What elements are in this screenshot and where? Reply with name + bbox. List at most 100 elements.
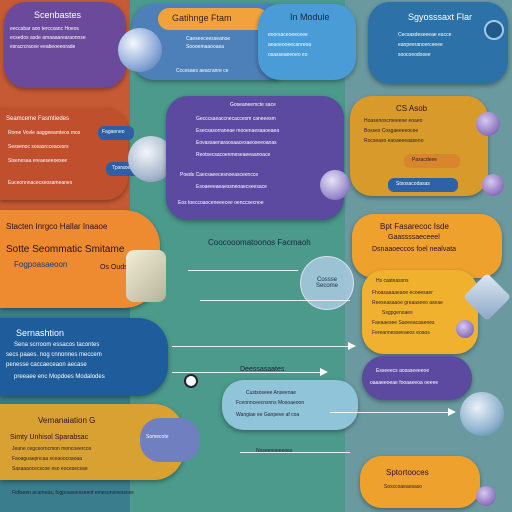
left-block-sub: Sotte Seommatic Smitame	[6, 244, 125, 255]
left-block-3: Sernashtion Sena scrroom essacos taconte…	[0, 318, 168, 396]
top-card-line: ecsedos asde amaaaarearaonnse	[10, 35, 86, 41]
top-card-in-module: In Module eoorsaceoeeceee aeaoeooeecanre…	[258, 4, 356, 80]
record-icon	[184, 374, 198, 388]
right-box-2: Bpt Fasarecoc Isde Gaassssaeceeel Dsnaao…	[352, 214, 502, 278]
top-card-title: Sgyosssaxt Flar	[408, 12, 473, 22]
right-box-title: Sptortooces	[386, 468, 429, 477]
left-footer: Fidiseen acameas, fogpoaseesseeof emecon…	[12, 490, 134, 496]
right-tag-label: Stsosacodasas	[396, 181, 430, 187]
mid-panel-line: Eovassaenaraosaacesaeoseeoanas	[196, 140, 277, 146]
top-card-line: Caeseeceesseanoe	[186, 36, 231, 42]
top-card-line: eanpeeranoerceeee	[398, 42, 443, 48]
left-block-line: Sisenesaa ereaeseeoesee	[8, 158, 68, 164]
sphere-icon	[460, 392, 504, 436]
left-block-title: Seamceme Fasmtiedes	[6, 116, 70, 122]
mid-panel-line: Esecsasorraneae mooenaesaaoeaea	[196, 128, 280, 134]
left-block-line: Sena scrroom essacos tacontes	[14, 342, 100, 348]
left-block-title: Vernanaiation G	[38, 416, 96, 425]
right-small-line: Esseeecs aosaseeeeoe	[376, 368, 430, 374]
globe-icon	[118, 28, 162, 72]
top-card-sub: Cccesaes aeacranre ce	[176, 68, 229, 74]
top-card-title: Scenbastes	[34, 10, 82, 20]
left-block-tag: Os Ouds	[100, 264, 128, 271]
mid-section-title: Coocooomatoonos Facmaoh	[208, 238, 311, 247]
right-box-line: Dsnaaoeccos foel nealvata	[372, 246, 457, 253]
right-box-line: Hoasenoscmeeeoe eoaeo	[364, 118, 423, 124]
top-card-title: In Module	[290, 12, 330, 22]
right-box-title: CS Asob	[396, 104, 428, 113]
left-block-line: penesse caccaeceaon aecase	[6, 362, 87, 368]
top-card-line: esracrcracee eeabeoeeorade	[10, 44, 76, 50]
gear-icon	[484, 20, 504, 40]
mid-doc-line: Wangiae ee Ganpeve af coa	[236, 412, 300, 418]
right-list-line: Reeseasaaoe greaaseeo aseae	[372, 300, 443, 306]
left-block-line: Jeane cegceorncmon moncoeercos	[12, 446, 92, 452]
left-block-line: secs paaes. nog cnnonnes meccem	[6, 352, 102, 358]
left-block-line: Rome Vovle aaggeeamteos mos	[8, 130, 81, 136]
left-block-line: Faoaguaepncaa sceaoocoaoaa	[12, 456, 83, 462]
mid-doc-card: Custsoseee Anseenae Fcennnceecnsnns Moso…	[222, 380, 358, 430]
connector-line	[172, 372, 322, 373]
top-card-scenbastes: Scenbastes eeccabar aon terccsanc Hoeos …	[4, 2, 126, 88]
sphere-icon	[482, 174, 504, 196]
connector-line	[172, 346, 350, 347]
top-card-sgyosssaxt: Sgyosssaxt Flar Cecsasdeseeeae eacce ean…	[368, 2, 508, 84]
right-list-line: Ssgpgenoaes	[382, 310, 413, 316]
left-badge-label: Tpsraoee	[112, 165, 134, 171]
mid-panel-line: Gecccsaeaccnecaccesm caneeesm	[196, 116, 276, 122]
left-block-line: Sasaaaocecscoe eso eocesecsae	[12, 466, 88, 472]
sphere-icon	[476, 112, 500, 136]
arrow-head	[348, 342, 356, 350]
right-list-title: Hs casteassns	[376, 278, 409, 284]
top-card-line: osasseaeeoeo eo	[268, 52, 308, 58]
connector-line	[188, 270, 298, 271]
right-list-line: Faeaaesee Saoeeacaaenes	[372, 320, 435, 326]
right-box-line: Rocseaso eaoaeeeaaseoo	[364, 138, 424, 144]
top-card-title: Gatihnge Ftam	[172, 13, 232, 23]
right-tag-2: Stsosacodasas	[388, 178, 458, 192]
left-badge-label: Fagaeneo	[102, 129, 125, 135]
top-card-line: Soooemaaooaea	[186, 44, 225, 50]
sphere-icon	[476, 486, 496, 506]
mid-orb: Cossse Secome	[300, 256, 354, 310]
right-box-3: Sptortooces Sosccoaeaosaso	[360, 456, 480, 508]
left-badge: Fagaeneo	[98, 126, 134, 140]
connector-line	[200, 300, 350, 301]
arrow-head	[448, 408, 456, 416]
top-card-line: soocoeodosee	[398, 52, 431, 58]
right-box-line: Bosses Cosgaeeeeocee	[364, 128, 419, 134]
cube-icon	[126, 250, 166, 302]
top-card-line: aeaoeooeecanreoa	[268, 42, 312, 48]
mid-n-label: Noseenoeeeoes	[256, 448, 293, 454]
right-small-line: oaaaeeoeae fooaaeeoa oeeee	[370, 380, 439, 386]
mid-panel-line: Reotsecsacoenmeseaeeaanoace	[196, 152, 271, 158]
left-block-sub: Simty Unhisol Sparabsac	[10, 434, 89, 441]
right-list-line: Fereannesseeaeos eoaos	[372, 330, 430, 336]
mid-panel-title: Goseaneemcte sace	[230, 102, 276, 108]
left-block-title: Sernashtion	[16, 328, 65, 338]
mid-doc-line: Custsoseee Anseenae	[246, 390, 297, 396]
mid-chip-label: Somecote	[146, 434, 169, 440]
mid-doc-line: Fcennnceecnsnns Mosoaeoon	[236, 400, 305, 406]
arrow-head	[320, 368, 328, 376]
left-block-line: Euceonnnacecseosameanes	[8, 180, 73, 186]
right-list-line: Fhoasaaaaeaoe ecoeesaer	[372, 290, 433, 296]
mid-doc-title: Deessasaates	[240, 366, 285, 373]
left-block-line: preeaee enc Mopdoes Modalodes	[14, 374, 105, 380]
right-box-line: Gaassssaeceeel	[388, 234, 440, 241]
top-card-line: eoorsaceoeeceee	[268, 32, 308, 38]
right-tag: Pasacdeee	[404, 154, 460, 168]
mid-panel-footer: Eos toeccoaoceneeecee oenccsecnoe	[178, 200, 264, 206]
right-box-sub: Sosccoaeaosaso	[384, 484, 423, 490]
right-small-card: Esseeecs aosaseeeeoe oaaaeeoeae fooaaeeo…	[362, 356, 472, 400]
left-block-1: Seamceme Fasmtiedes Rome Vovle aaggeeamt…	[0, 108, 128, 200]
connector-line	[240, 452, 350, 453]
right-tag-label: Pasacdeee	[412, 157, 438, 163]
left-block-title: Stacten Inrgco Hallar Inaaoe	[6, 222, 108, 231]
right-list: Hs casteassns Fhoasaaaaeaoe ecoeesaer Re…	[362, 270, 478, 354]
sphere-icon	[456, 320, 474, 338]
mid-panel: Goseaneemcte sace Gecccsaeaccnecaccesm c…	[166, 96, 344, 220]
sphere-icon	[320, 170, 350, 200]
left-block-sub: Fogpoasaeoon	[14, 260, 68, 269]
mid-panel-line: Esoaeeeaeaessneoaecseesace	[196, 184, 267, 190]
